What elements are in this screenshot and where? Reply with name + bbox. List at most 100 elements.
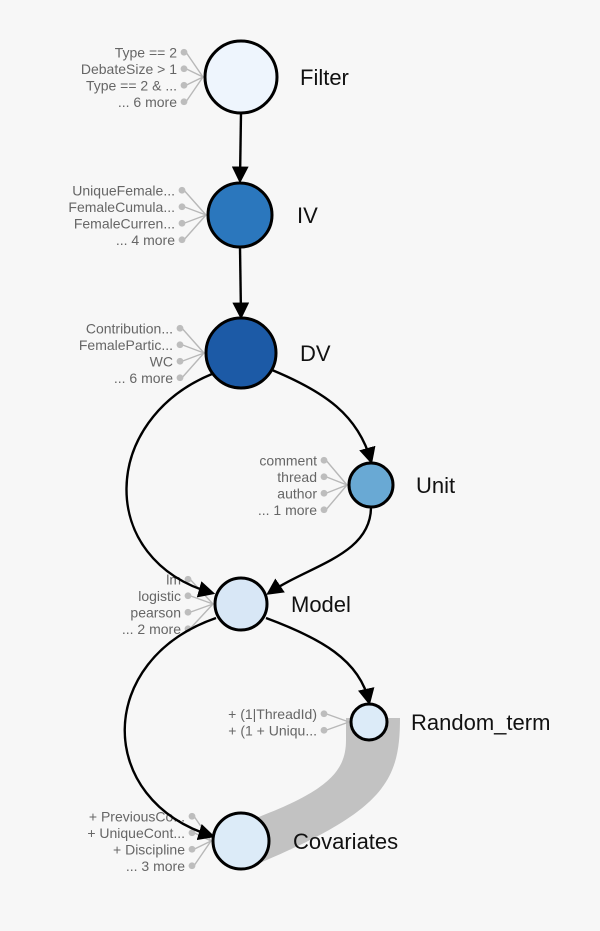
option-dot[interactable] (176, 341, 184, 349)
node-label-covariates: Covariates (293, 829, 398, 854)
option-label[interactable]: author (277, 485, 317, 501)
option-dot[interactable] (320, 506, 328, 514)
option-dot[interactable] (178, 236, 186, 244)
option-label[interactable]: ... 6 more (118, 94, 177, 110)
option-connector (185, 68, 204, 78)
option-dot[interactable] (178, 186, 186, 194)
node-label-random-term: Random_term (411, 710, 550, 735)
ribbon-layer (256, 718, 400, 862)
node-unit[interactable] (347, 461, 395, 509)
option-label[interactable]: logistic (138, 588, 181, 604)
node-covariates[interactable] (211, 811, 271, 871)
option-dot[interactable] (184, 608, 192, 616)
option-dot[interactable] (320, 489, 328, 497)
edge-filter-iv (231, 112, 249, 184)
option-dot[interactable] (320, 456, 328, 464)
option-label[interactable]: FemalePartic... (79, 337, 173, 353)
option-dot[interactable] (320, 726, 328, 734)
option-connector (193, 840, 212, 867)
node-label-model: Model (291, 592, 351, 617)
option-dot[interactable] (178, 203, 186, 211)
option-connector (181, 327, 205, 354)
node-iv[interactable] (206, 181, 274, 249)
edge-dv-unit (271, 368, 376, 465)
node-random-term[interactable] (349, 702, 389, 742)
option-label[interactable]: ... 3 more (126, 858, 185, 874)
edge-model-random_term (265, 616, 375, 706)
option-dot[interactable] (188, 845, 196, 853)
option-label[interactable]: comment (259, 452, 317, 468)
node-filter[interactable] (203, 39, 279, 115)
option-label[interactable]: lm (166, 571, 181, 587)
option-label[interactable]: WC (150, 353, 173, 369)
option-label[interactable]: FemaleCurren... (74, 215, 175, 231)
option-connector (325, 476, 348, 486)
option-label[interactable]: pearson (130, 604, 181, 620)
node-dv[interactable] (204, 316, 278, 390)
option-label[interactable]: ... 6 more (114, 370, 173, 386)
option-dot[interactable] (180, 65, 188, 73)
option-label[interactable]: DebateSize > 1 (81, 61, 177, 77)
option-label[interactable]: thread (277, 469, 317, 485)
node-label-unit: Unit (416, 473, 455, 498)
option-connector (183, 214, 207, 224)
node-label-dv: DV (300, 341, 331, 366)
option-connector (185, 51, 204, 78)
option-label[interactable]: + (1|ThreadId) (228, 706, 317, 722)
option-connector (189, 603, 214, 613)
option-dot[interactable] (188, 829, 196, 837)
option-label[interactable]: UniqueFemale... (72, 182, 175, 198)
option-connector (181, 344, 205, 354)
option-dot[interactable] (176, 324, 184, 332)
option-dot[interactable] (180, 98, 188, 106)
option-label[interactable]: + (1 + Uniqu... (228, 722, 317, 738)
option-dot[interactable] (178, 219, 186, 227)
option-connector (181, 352, 205, 362)
option-dot[interactable] (176, 374, 184, 382)
ribbon-link-random_term-covariates (256, 718, 400, 862)
node-label-filter: Filter (300, 65, 349, 90)
option-connector (325, 459, 348, 486)
option-dot[interactable] (320, 473, 328, 481)
node-label-iv: IV (297, 203, 318, 228)
option-connector (183, 206, 207, 216)
option-dot[interactable] (184, 575, 192, 583)
option-dot[interactable] (184, 592, 192, 600)
edge-iv-dv (232, 246, 250, 320)
option-label[interactable]: ... 2 more (122, 621, 181, 637)
option-connector (193, 840, 212, 850)
option-dot[interactable] (180, 81, 188, 89)
option-label[interactable]: Contribution... (86, 320, 173, 336)
option-connector (189, 603, 214, 630)
option-dot[interactable] (188, 862, 196, 870)
option-label[interactable]: + PreviousCo... (89, 808, 185, 824)
edge-dv-model (125, 372, 216, 598)
option-connector (183, 189, 207, 216)
option-label[interactable]: ... 1 more (258, 502, 317, 518)
option-label[interactable]: + Discipline (113, 841, 185, 857)
option-label[interactable]: Type == 2 & ... (86, 77, 177, 93)
option-label[interactable]: FemaleCumula... (68, 199, 175, 215)
edge-model-covariates (123, 616, 217, 841)
option-connector (185, 76, 204, 103)
edge-unit-model (266, 506, 373, 595)
option-dot[interactable] (320, 710, 328, 718)
option-connector (181, 352, 205, 379)
option-dot[interactable] (176, 357, 184, 365)
option-label[interactable]: + UniqueCont... (87, 825, 185, 841)
node-model[interactable] (213, 576, 269, 632)
option-dot[interactable] (180, 48, 188, 56)
option-connector (185, 76, 204, 86)
option-connector (189, 595, 214, 605)
option-label[interactable]: ... 4 more (116, 232, 175, 248)
edge-layer (123, 112, 376, 841)
option-connector (325, 484, 348, 511)
option-dot[interactable] (188, 812, 196, 820)
option-label[interactable]: Type == 2 (115, 44, 177, 60)
option-connector (325, 721, 350, 731)
option-connector (325, 484, 348, 494)
